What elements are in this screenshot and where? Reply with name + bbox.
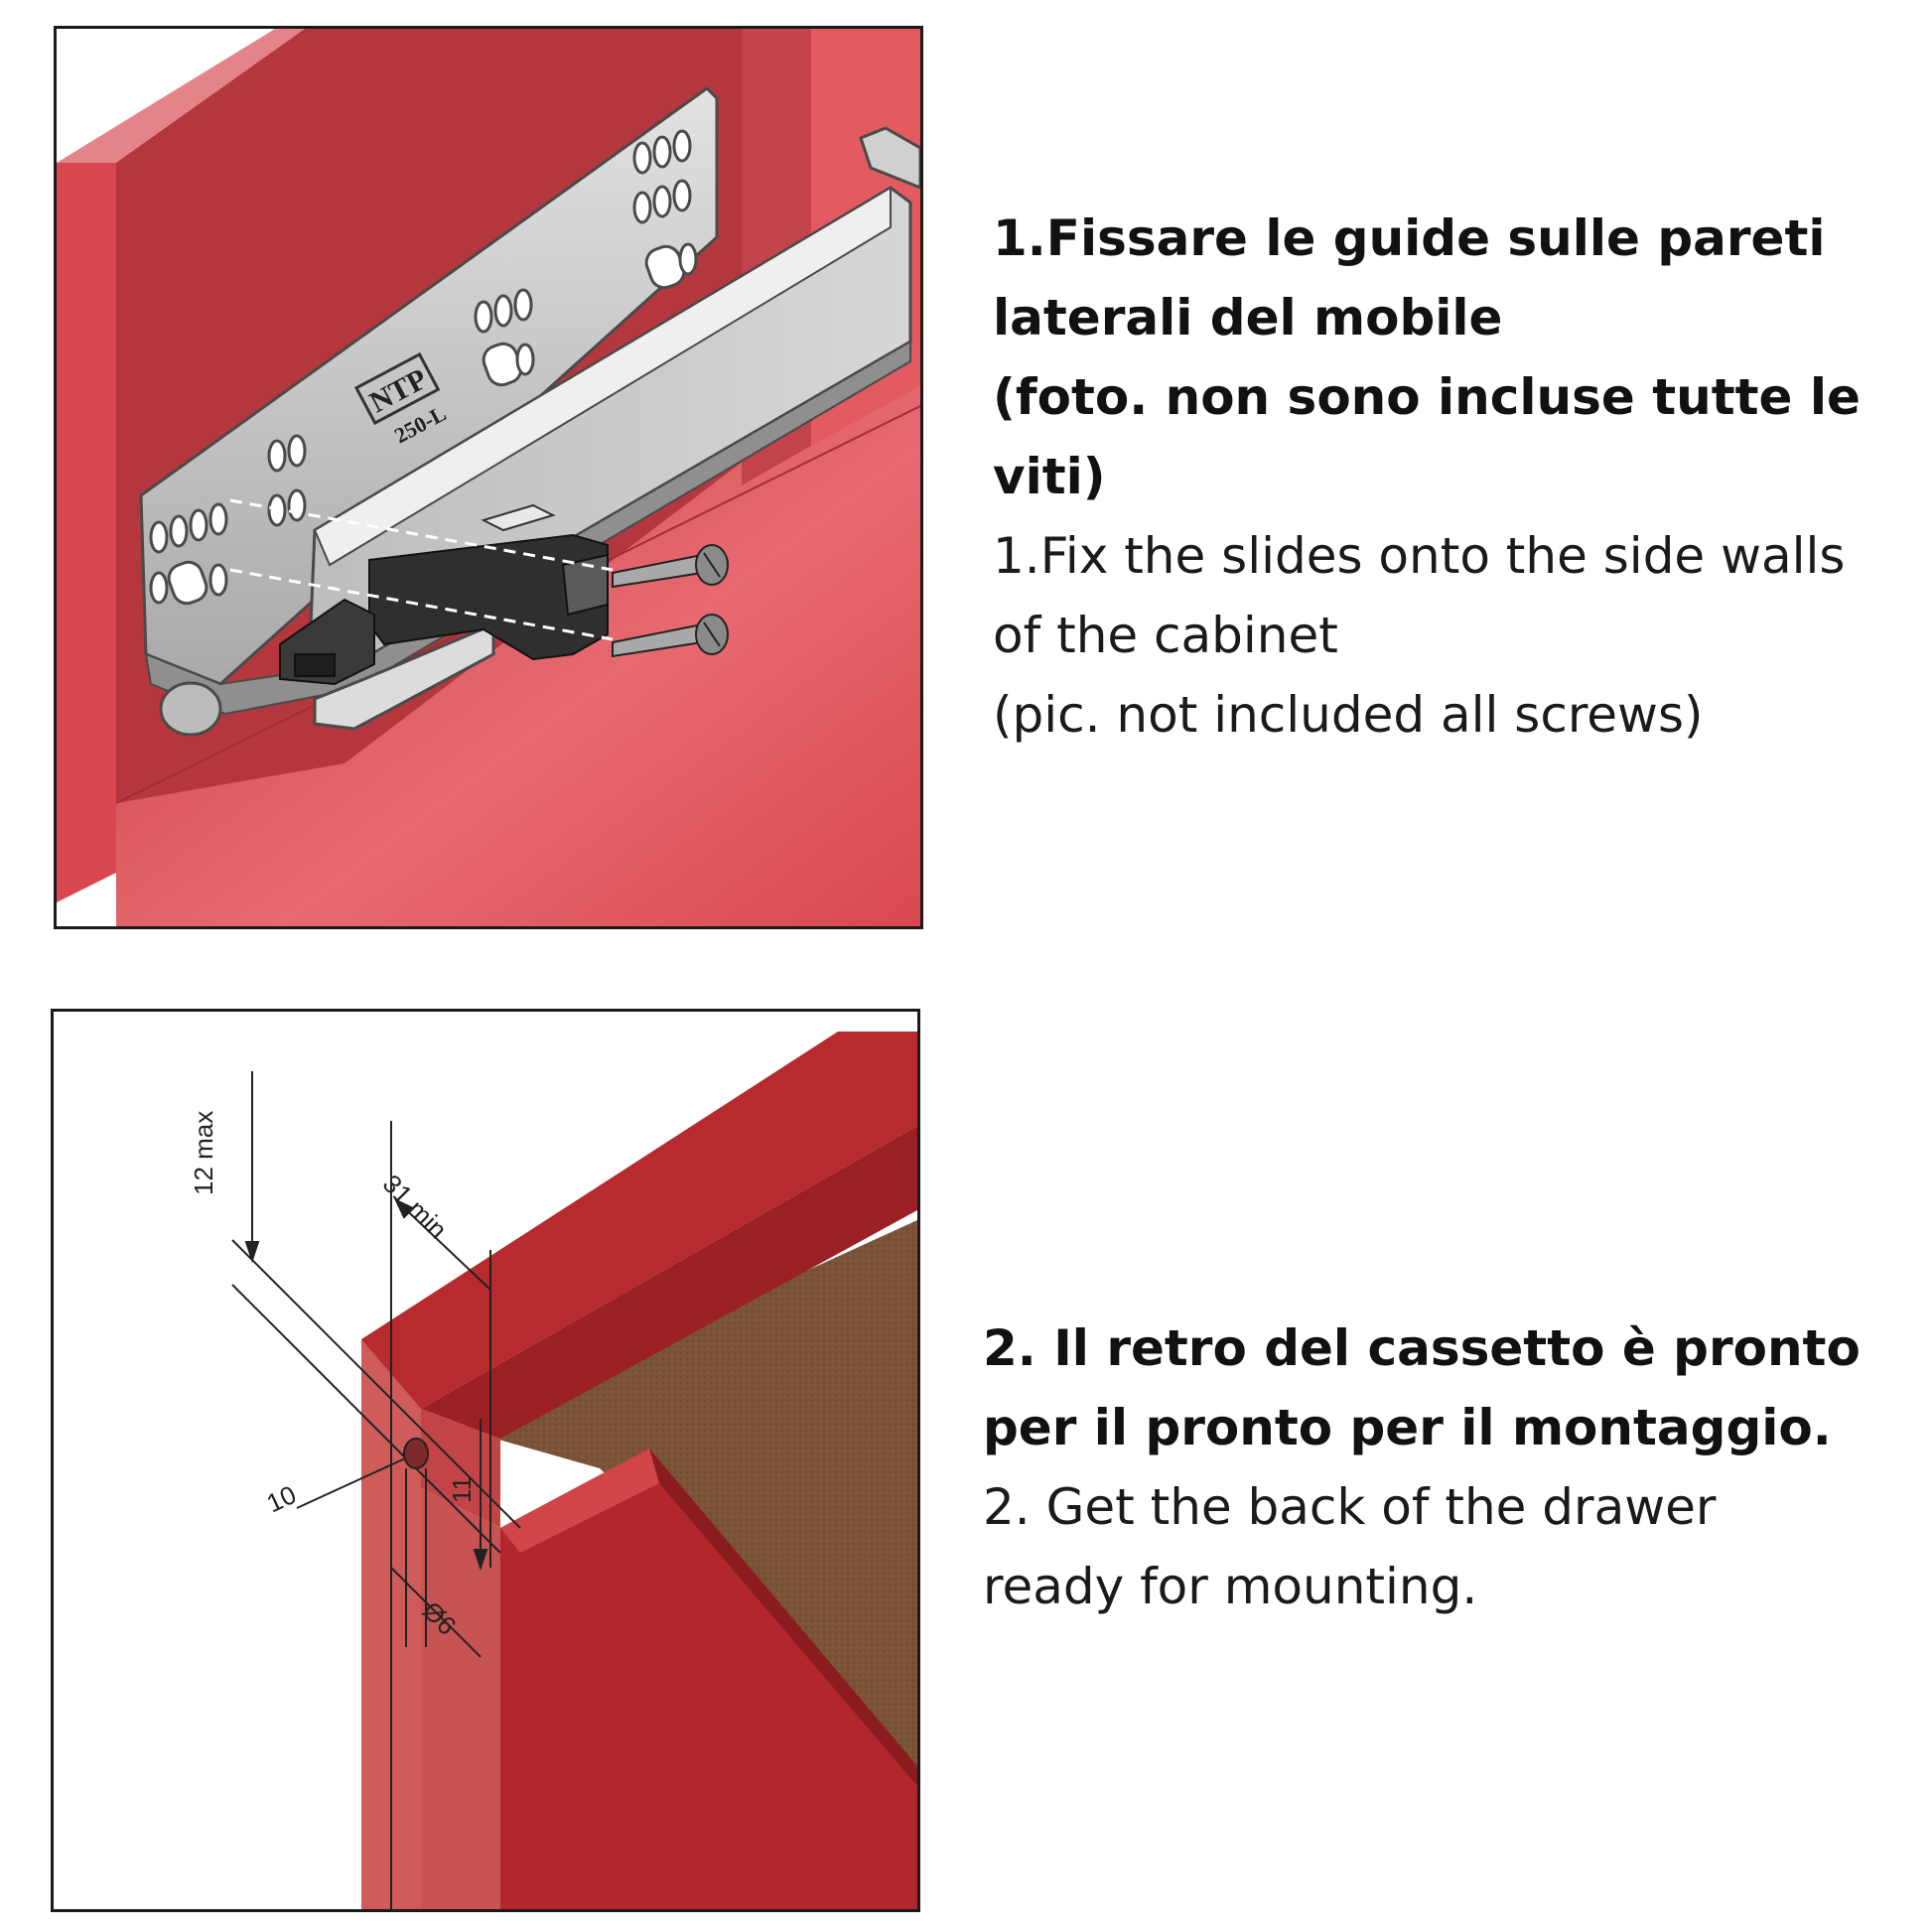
step2-title-it: 2. Il retro del cassetto è pronto per il… (983, 1319, 1861, 1456)
dim-notch-height: 11 (447, 1476, 477, 1503)
drawer-back-diagram: 12 max 31 min 11 10 Ø6 (54, 1012, 917, 1909)
rail-front-end (159, 681, 222, 737)
step1-title-en: 1.Fix the slides onto the side walls of … (993, 527, 1846, 744)
cabinet-top-edge (57, 29, 305, 163)
dimension-lines (231, 1071, 521, 1909)
step2-text: 2. Il retro del cassetto è pronto per il… (983, 1309, 1916, 1626)
cabinet-floor (116, 327, 920, 926)
mounting-hole (403, 1438, 429, 1469)
step1-text: 1.Fissare le guide sulle pareti laterali… (993, 199, 1916, 755)
drawer-bottom-board (461, 1220, 917, 1766)
drawer-side-panel (500, 1449, 917, 1909)
step1-illustration: NTP 250-L (54, 26, 923, 929)
rail-holes (149, 129, 698, 606)
step2-illustration: 12 max 31 min 11 10 Ø6 (51, 1009, 920, 1912)
cabinet-side-post (57, 163, 116, 926)
screw-icon (612, 544, 729, 658)
step1-title-it: 1.Fissare le guide sulle pareti laterali… (993, 209, 1861, 505)
rail-rear-hook (859, 126, 920, 190)
slide-inner-member (313, 621, 495, 731)
dim-top-max: 12 max (189, 1111, 218, 1195)
alignment-guides (229, 498, 614, 641)
step2-title-en: 2. Get the back of the drawer ready for … (983, 1478, 1717, 1615)
drawer-back-top (361, 1032, 917, 1409)
slide-mounting-diagram: NTP 250-L (57, 29, 920, 926)
